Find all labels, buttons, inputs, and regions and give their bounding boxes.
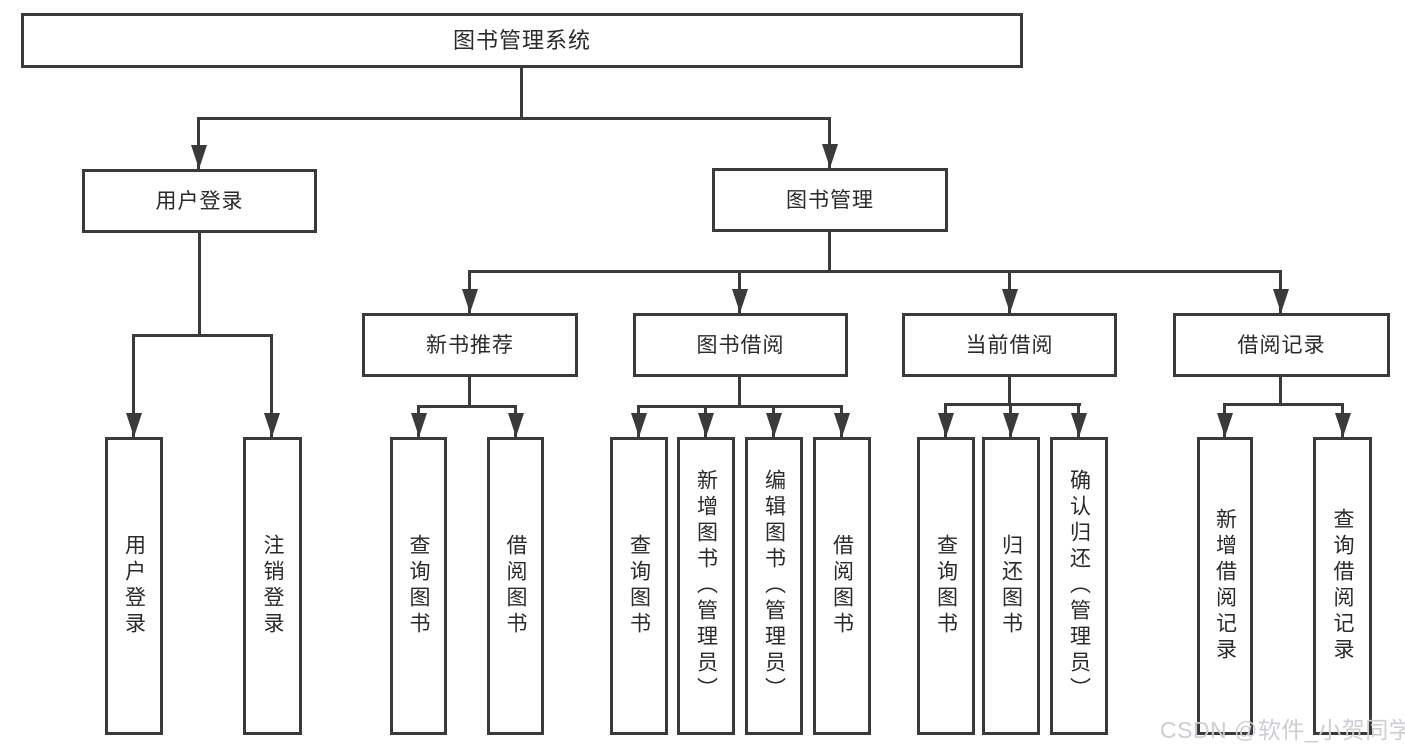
connector-root-bus (197, 117, 831, 120)
arrow-to-leaf-query-record (1341, 403, 1344, 437)
node-current-borrowing: 当前借阅 (902, 313, 1117, 377)
node-new-book-recommend: 新书推荐 (362, 313, 578, 377)
node-leaf-add-book-admin: 新增图书（管理员） (677, 437, 735, 735)
arrow-to-leaf-confirm-return (1077, 403, 1080, 437)
node-leaf-borrow-book-1: 借阅图书 (487, 437, 544, 735)
arrow-to-leaf-logout (270, 334, 273, 437)
node-leaf-query-book-3: 查询图书 (917, 437, 975, 735)
connector-current-borrowing-stem (1008, 377, 1011, 406)
connector-new-book-recommend-bus (417, 405, 517, 408)
connector-book-borrowing-stem (738, 377, 741, 408)
node-leaf-edit-book-admin: 编辑图书（管理员） (745, 437, 803, 735)
arrow-to-leaf-borrow-book-1 (514, 405, 517, 437)
node-borrowing-records: 借阅记录 (1173, 313, 1390, 377)
arrow-to-leaf-query-book-1 (417, 405, 420, 437)
node-leaf-return-book: 归还图书 (982, 437, 1040, 735)
connector-borrowing-records-stem (1279, 377, 1282, 406)
arrow-to-new-book-recommend (468, 270, 471, 313)
arrow-to-leaf-return-book (1009, 403, 1012, 437)
arrow-to-leaf-borrow-book-2 (840, 405, 843, 437)
arrow-to-leaf-edit-book (772, 405, 775, 437)
node-leaf-query-book-2: 查询图书 (610, 437, 668, 735)
arrow-to-book-borrowing (738, 270, 741, 313)
connector-book-management-bus (468, 270, 1282, 273)
node-leaf-borrow-book-2: 借阅图书 (813, 437, 871, 735)
arrow-to-leaf-user-login (132, 334, 135, 437)
connector-borrowing-records-bus (1223, 403, 1344, 406)
arrow-to-book-management (828, 117, 831, 168)
node-leaf-logout: 注销登录 (243, 437, 302, 735)
connector-user-login-stem (198, 233, 201, 337)
arrow-to-user-login (197, 117, 200, 169)
arrow-to-leaf-add-book (704, 405, 707, 437)
node-leaf-user-login: 用户登录 (105, 437, 163, 735)
node-leaf-query-borrow-record: 查询借阅记录 (1313, 437, 1372, 735)
arrow-to-leaf-query-book-2 (637, 405, 640, 437)
node-leaf-confirm-return-admin: 确认归还（管理员） (1050, 437, 1108, 735)
node-book-management: 图书管理 (712, 168, 948, 232)
arrow-to-leaf-query-book-3 (944, 403, 947, 437)
connector-new-book-recommend-stem (468, 377, 471, 408)
csdn-watermark: CSDN @软件_小贺同学 (1160, 717, 1405, 743)
node-book-borrowing: 图书借阅 (633, 313, 848, 377)
node-library-management-system: 图书管理系统 (21, 13, 1023, 68)
connector-root-stem (520, 68, 523, 120)
arrow-to-borrowing-records (1279, 270, 1282, 313)
connector-current-borrowing-bus (944, 403, 1081, 406)
node-leaf-query-book-1: 查询图书 (390, 437, 447, 735)
node-user-login: 用户登录 (82, 169, 317, 233)
connector-user-login-bus (132, 334, 273, 337)
arrow-to-leaf-add-record (1223, 403, 1226, 437)
connector-book-management-stem (828, 232, 831, 273)
arrow-to-current-borrowing (1008, 270, 1011, 313)
node-leaf-add-borrow-record: 新增借阅记录 (1197, 437, 1253, 735)
connector-book-borrowing-bus (637, 405, 843, 408)
